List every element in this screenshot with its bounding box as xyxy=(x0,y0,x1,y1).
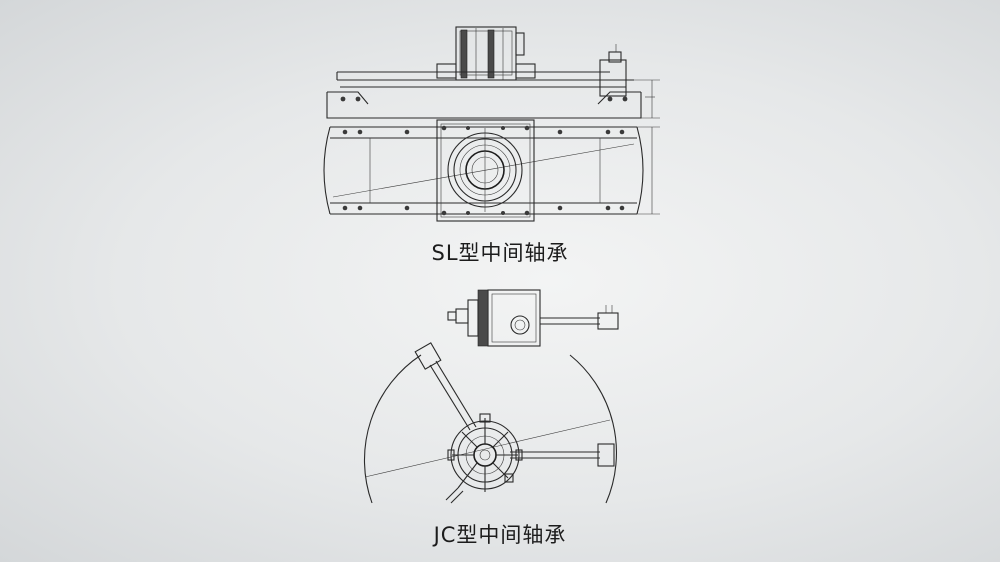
sl-bearing-caption: SL型中间轴承 xyxy=(431,241,569,265)
sl-plan-view xyxy=(323,119,660,222)
jc-side-view xyxy=(447,289,619,347)
sl-side-view xyxy=(326,26,660,119)
jc-plan-view xyxy=(363,342,617,504)
jc-bearing-caption: JC型中间轴承 xyxy=(433,523,567,547)
